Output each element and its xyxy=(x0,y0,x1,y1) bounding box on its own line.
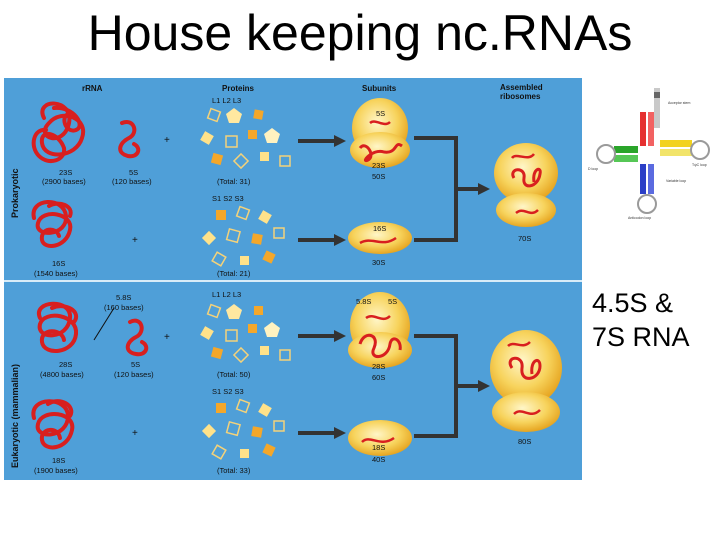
sub-60s-label: 60S xyxy=(372,373,385,382)
rrna-23s-coil xyxy=(31,101,86,164)
rrna-58s-label: 5.8S xyxy=(116,293,131,302)
rrna-28s-size: (4800 bases) xyxy=(40,370,84,379)
panel-divider xyxy=(4,280,582,282)
subunit-40s xyxy=(348,420,412,456)
proteins-l-header: L1 L2 L3 xyxy=(212,96,241,105)
bracket-70s xyxy=(414,136,480,242)
header-rrna: rRNA xyxy=(82,84,103,93)
rrna-23s-size: (2900 bases) xyxy=(42,177,86,186)
sub-28s-label: 28S xyxy=(372,362,385,371)
rrna-28s-label: 28S xyxy=(59,360,72,369)
label-prokaryotic: Prokaryotic xyxy=(10,168,20,218)
d-arm xyxy=(614,146,638,153)
header-ribosomes: ribosomes xyxy=(500,92,541,101)
protein-cluster-4 xyxy=(201,398,285,460)
ribosome-70s xyxy=(494,143,558,227)
label-eukaryotic: Eukaryotic (mammalian) xyxy=(10,364,20,468)
sub-58s-label: 5.8S xyxy=(356,297,371,306)
rrna-58s-size: (160 bases) xyxy=(104,303,144,312)
proteins-total-21: (Total: 21) xyxy=(217,269,251,278)
sub-5s-euk-label: 5S xyxy=(388,297,397,306)
rrna-5s-label: 5S xyxy=(129,168,138,177)
rrna-5s-coil xyxy=(118,120,141,159)
sub-30s-label: 30S xyxy=(372,258,385,267)
rrna-16s-coil xyxy=(31,200,73,248)
rrna-18s-size: (1900 bases) xyxy=(34,466,78,475)
rrna-5s-size: (120 bases) xyxy=(112,177,152,186)
ribosome-assembly-diagram: rRNA Proteins Subunits Assembled ribosom… xyxy=(4,78,582,480)
proteins-total-31: (Total: 31) xyxy=(217,177,251,186)
proteins-l-header-euk: L1 L2 L3 xyxy=(212,290,241,299)
plus-4: + xyxy=(132,428,138,439)
subunit-60s xyxy=(348,292,412,368)
bracket-80s xyxy=(414,334,480,438)
trna-dloop-label: D loop xyxy=(588,167,598,171)
sub-16s-label: 16S xyxy=(373,224,386,233)
trna-cloverleaf-figure: Acceptor stem D loop TψC loop Anticodon … xyxy=(586,82,720,222)
rrna-5s-euk-size: (120 bases) xyxy=(114,370,154,379)
sub-23s-label: 23S xyxy=(372,161,385,170)
side-text-line-1: 4.5S & xyxy=(592,288,674,318)
proteins-total-50: (Total: 50) xyxy=(217,370,251,379)
protein-cluster-1 xyxy=(200,107,291,170)
rrna-16s-size: (1540 bases) xyxy=(34,269,78,278)
rrna-18s-label: 18S xyxy=(52,456,65,465)
acceptor-stem-left xyxy=(640,112,646,146)
rrna-28s-coil xyxy=(37,301,78,354)
subunit-50s xyxy=(350,98,410,168)
rrna-23s-label: 23S xyxy=(59,168,72,177)
rrna-18s-coil xyxy=(31,399,75,450)
tpsic-arm xyxy=(660,140,692,147)
plus-2: + xyxy=(132,235,138,246)
trna-anticodon-label: Anticodon loop xyxy=(628,216,651,220)
sub-5s-label: 5S xyxy=(376,109,385,118)
rrna-5s-euk-coil xyxy=(125,318,149,357)
header-proteins: Proteins xyxy=(222,84,255,93)
sub-50s-label: 50S xyxy=(372,172,385,181)
rrna-16s-label: 16S xyxy=(52,259,65,268)
trna-acceptor-label: Acceptor stem xyxy=(668,101,690,105)
side-text-line-2: 7S RNA xyxy=(592,322,690,352)
ribosome-80s xyxy=(490,330,562,432)
protein-cluster-2 xyxy=(201,205,285,267)
sub-18s-label: 18S xyxy=(372,443,385,452)
anticodon-arm xyxy=(640,164,646,194)
header-assembled: Assembled xyxy=(500,83,543,92)
trna-variable-label: Variable loop xyxy=(666,179,686,183)
label-70s: 70S xyxy=(518,234,531,243)
plus-1: + xyxy=(164,135,170,146)
sub-40s-label: 40S xyxy=(372,455,385,464)
acceptor-stem-top xyxy=(654,88,660,128)
proteins-s-header-euk: S1 S2 S3 xyxy=(212,387,244,396)
proteins-s-header: S1 S2 S3 xyxy=(212,194,244,203)
proteins-total-33: (Total: 33) xyxy=(217,466,251,475)
rrna-5s-euk-label: 5S xyxy=(131,360,140,369)
trna-tpsic-label: TψC loop xyxy=(692,163,707,167)
slide-title: House keeping nc.RNAs xyxy=(87,5,633,61)
header-subunits: Subunits xyxy=(362,84,397,93)
diagram-background xyxy=(4,78,582,480)
subunit-30s xyxy=(348,222,412,254)
plus-3: + xyxy=(164,332,170,343)
label-80s: 80S xyxy=(518,437,531,446)
pointer-58s xyxy=(93,307,115,341)
protein-cluster-3 xyxy=(200,303,291,364)
